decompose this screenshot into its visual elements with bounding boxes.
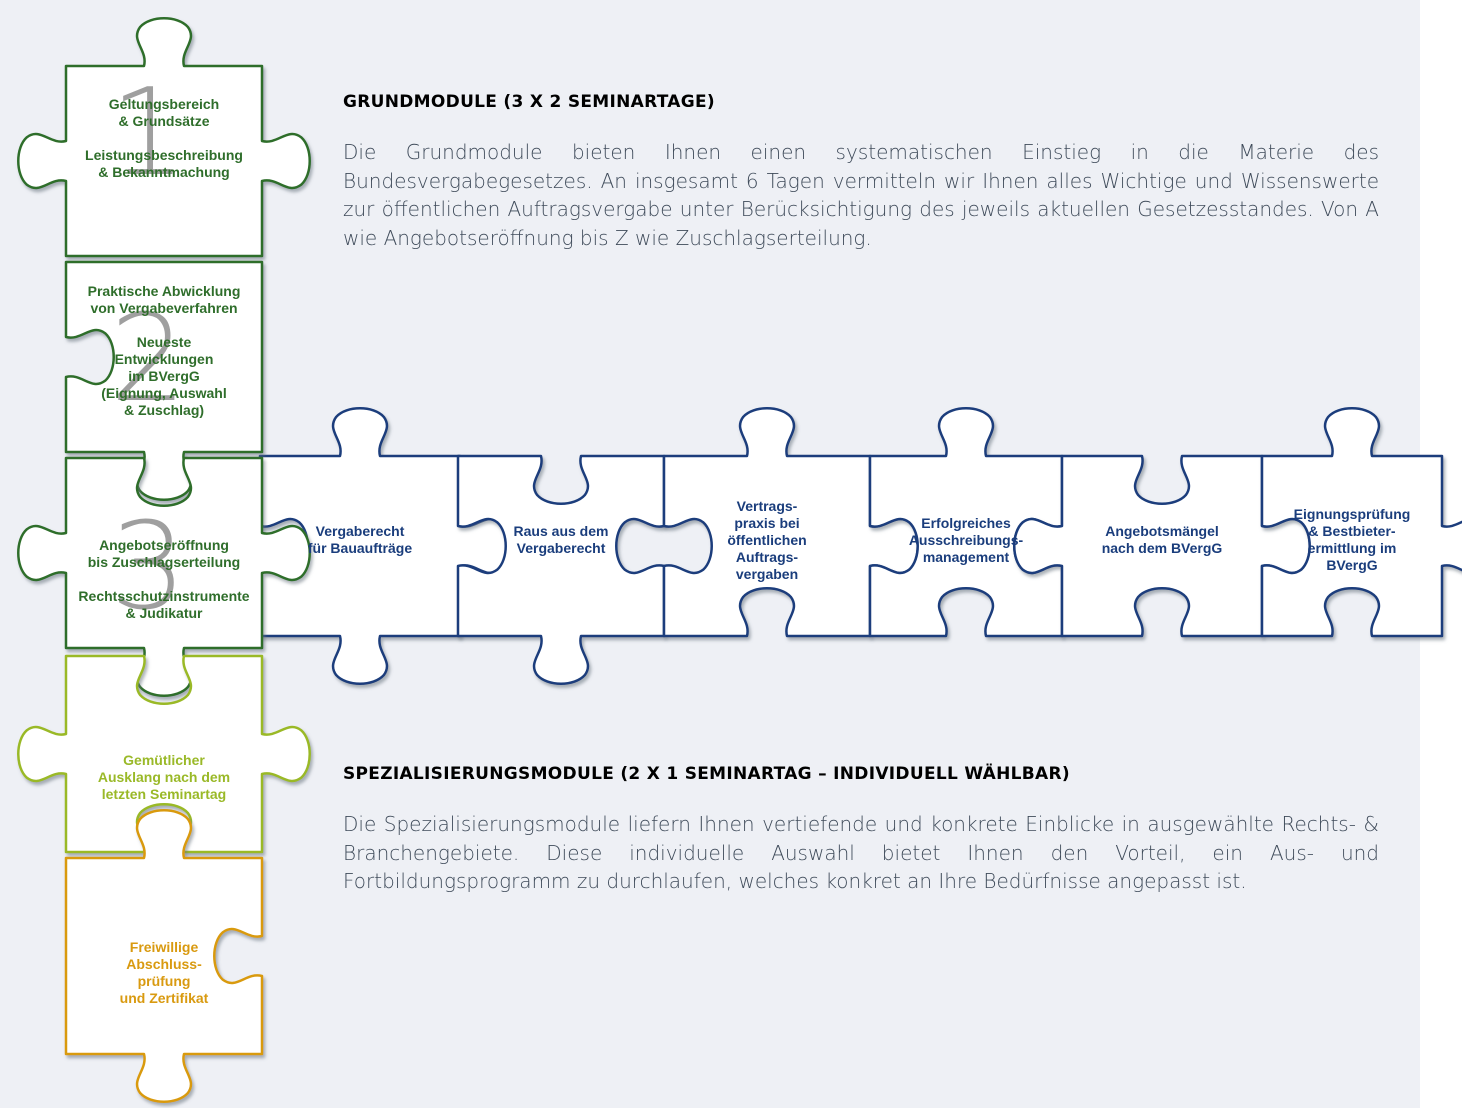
grundmodul-2-topic-a: Praktische Abwicklung von Vergabeverfahr… xyxy=(87,283,241,316)
grundmodul-2-topic-b: Neueste Entwicklungen im BVergG (Eignung… xyxy=(101,334,227,418)
spezialisierung-label-3: Vertrags- praxis bei öffentlichen Auftra… xyxy=(727,497,807,582)
pruefung-text: Freiwillige Abschluss- prüfung und Zerti… xyxy=(76,939,252,1007)
grundmodul-1-topic-a: Geltungsbereich & Grundsätze xyxy=(108,96,220,129)
spezialisierung-label-2: Raus aus dem Vergaberecht xyxy=(513,523,609,556)
grundmodul-1-topic-b: Leistungsbeschreibung & Bekanntmachung xyxy=(85,147,243,180)
spezialisierung-label-5: Angebotsmängel nach dem BVergG xyxy=(1101,523,1223,556)
spezialisierung-text-1: Vergaberecht für Bauaufträge xyxy=(270,523,450,557)
ausklang-piece xyxy=(17,654,311,854)
spezialisierung-label-6: Eignungsprüfung & Bestbieter- ermittlung… xyxy=(1293,506,1411,573)
spezialisierung-label-4: Erfolgreiches Ausschreibungs- management xyxy=(908,514,1024,565)
grundmodul-3-topic-b: Rechtsschutzinstrumente & Judikatur xyxy=(78,588,250,621)
spezialisierung-text-5: Angebotsmängel nach dem BVergG xyxy=(1072,523,1252,557)
spezialisierung-text-6: Eignungsprüfung & Bestbieter- ermittlung… xyxy=(1272,506,1432,574)
grundmodul-1-piece xyxy=(17,17,311,258)
spezialisierung-piece-6 xyxy=(1260,407,1462,638)
grundmodule-heading: GRUNDMODULE (3 X 2 SEMINARTAGE) xyxy=(343,92,716,112)
ausklang-label: Gemütlicher Ausklang nach dem letzten Se… xyxy=(97,752,231,802)
grundmodule-description: Die Grundmodule bieten Ihnen einen syste… xyxy=(343,140,1379,250)
pruefung-label: Freiwillige Abschluss- prüfung und Zerti… xyxy=(119,939,209,1006)
spezialisierung-text-2: Raus aus dem Vergaberecht xyxy=(468,523,654,557)
grundmodul-2-text: Praktische Abwicklung von Vergabeverfahr… xyxy=(70,283,258,419)
spezialisierung-text-4: Erfolgreiches Ausschreibungs- management xyxy=(880,515,1052,566)
spezialisierung-text-3: Vertrags- praxis bei öffentlichen Auftra… xyxy=(674,498,860,583)
spezialisierung-label-1: Vergaberecht für Bauaufträge xyxy=(307,523,413,556)
pruefung-piece xyxy=(64,809,264,1103)
grundmodul-3-text: Angebotseröffnung bis Zuschlagserteilung… xyxy=(70,537,258,622)
grundmodul-3-topic-a: Angebotseröffnung bis Zuschlagserteilung xyxy=(87,537,241,570)
spezialisierung-heading: SPEZIALISIERUNGSMODULE (2 X 1 SEMINARTAG… xyxy=(343,764,1070,784)
ausklang-text: Gemütlicher Ausklang nach dem letzten Se… xyxy=(76,752,252,803)
spezialisierung-description: Die Spezialisierungsmodule liefern Ihnen… xyxy=(343,812,1379,893)
grundmodul-3-piece xyxy=(17,456,311,697)
